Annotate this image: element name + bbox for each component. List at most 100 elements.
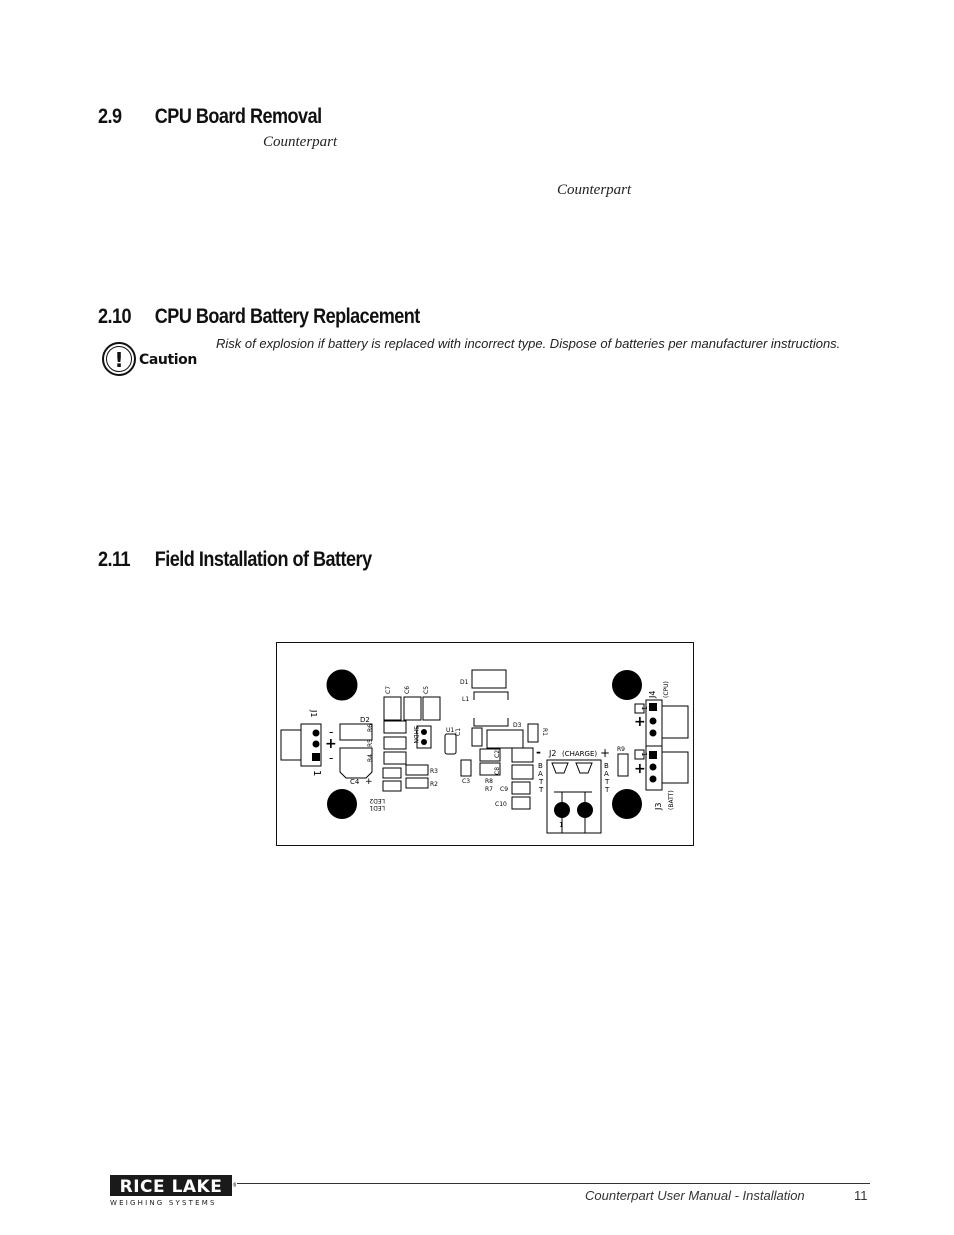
component-c9 xyxy=(511,781,531,795)
mounting-hole xyxy=(326,669,358,701)
label-j4: J4 xyxy=(648,691,657,699)
battery-board-diagram: J1 1 + - - D2 C4 + R6 R5 R4 C7 C6 C5 SHD… xyxy=(276,642,694,846)
component-c7 xyxy=(383,696,402,721)
body-fragment: Counterpart xyxy=(263,134,338,150)
label-j3-plus: + xyxy=(634,761,646,777)
label-d3: D3 xyxy=(513,722,522,729)
logo-tagline: WEIGHING SYSTEMS xyxy=(110,1199,217,1207)
label-r8: R8 xyxy=(485,778,493,785)
label-j1-minus: - xyxy=(329,751,333,765)
connector-j1: J1 1 + - - xyxy=(280,709,337,776)
label-cpu: (CPU) xyxy=(663,681,670,698)
label-r6: R6 xyxy=(367,724,374,732)
label-r2: R2 xyxy=(430,781,438,788)
label-c3: C3 xyxy=(462,778,470,785)
jumper-shdn xyxy=(416,725,432,749)
component-c5 xyxy=(422,696,441,721)
label-c7: C7 xyxy=(385,686,392,694)
label-c6: C6 xyxy=(404,686,411,694)
label-j2-pin1: 1 xyxy=(559,821,563,829)
label-led1: LED1 xyxy=(369,804,385,811)
section-number: 2.9 xyxy=(98,105,122,128)
component-r9 xyxy=(617,753,629,777)
connector-j4: J4 (CPU) 1 + xyxy=(634,681,689,747)
label-j1: J1 xyxy=(309,709,318,717)
mounting-hole xyxy=(612,670,642,700)
label-j2-minus: - xyxy=(536,745,541,759)
component-c6 xyxy=(403,696,422,721)
label-j3-pin1: 1 xyxy=(640,752,648,756)
label-j1-plus: + xyxy=(325,736,337,752)
section-heading-2-11: 2.11 Field Installation of Battery xyxy=(98,548,372,572)
component-r1 xyxy=(527,723,539,743)
component-u1 xyxy=(444,733,457,755)
caution-callout: ! Caution xyxy=(100,340,204,378)
mounting-hole xyxy=(612,789,642,819)
label-j3: J3 xyxy=(654,803,663,811)
label-batt-right: T xyxy=(604,778,610,786)
label-j1-pin1: 1 xyxy=(311,770,322,776)
label-c8: C8 xyxy=(494,767,501,775)
component-r4 xyxy=(383,751,407,765)
component-c8 xyxy=(511,764,534,780)
label-j2: J2 xyxy=(548,749,556,758)
body-fragment: Counterpart xyxy=(557,182,632,198)
label-batt-left: A xyxy=(538,770,543,778)
component-r2 xyxy=(405,777,429,789)
label-r3: R3 xyxy=(430,768,438,775)
label-c9: C9 xyxy=(500,786,508,793)
rice-lake-logo: RICE LAKE ® WEIGHING SYSTEMS xyxy=(110,1174,238,1208)
label-j4-pin1: 1 xyxy=(640,706,648,710)
label-r4: R4 xyxy=(367,754,374,762)
component-r5 xyxy=(383,736,407,750)
section-number: 2.10 xyxy=(98,305,132,328)
component-r6 xyxy=(383,720,407,734)
label-batt-right: T xyxy=(604,786,610,794)
label-charge: (CHARGE) xyxy=(562,750,597,758)
component-c4 xyxy=(339,747,373,779)
label-batt-left: T xyxy=(538,786,544,794)
label-batt: (BATT) xyxy=(668,790,675,810)
label-j2-plus: + xyxy=(600,746,610,760)
component-c10 xyxy=(511,796,531,810)
label-d1: D1 xyxy=(460,679,469,686)
trademark-symbol: ® xyxy=(232,1182,236,1189)
label-c4: C4 xyxy=(350,778,360,786)
section-title: CPU Board Removal xyxy=(154,105,322,128)
label-r9: R9 xyxy=(617,746,625,753)
label-j1-minus: - xyxy=(329,725,333,739)
caution-text: Risk of explosion if battery is replaced… xyxy=(216,336,841,351)
component-c2 xyxy=(511,747,534,763)
component-c3 xyxy=(460,759,472,777)
component-r7-pad xyxy=(479,762,501,776)
label-c5: C5 xyxy=(423,686,430,694)
component-d2-pad xyxy=(339,723,373,741)
label-d2: D2 xyxy=(360,716,370,724)
label-r1: R1 xyxy=(541,728,548,736)
label-c4-plus: + xyxy=(365,777,373,787)
component-led2 xyxy=(382,767,402,779)
section-title: CPU Board Battery Replacement xyxy=(154,305,421,328)
label-c1: C1 xyxy=(455,728,462,736)
component-l1 xyxy=(473,691,509,727)
component-c1 xyxy=(471,727,483,747)
label-l1: L1 xyxy=(462,696,469,703)
footer-rule xyxy=(237,1183,870,1184)
section-title: Field Installation of Battery xyxy=(154,548,372,571)
label-r5: R5 xyxy=(367,739,374,747)
label-c2: C2 xyxy=(494,750,501,758)
mounting-hole xyxy=(327,789,357,819)
component-d1 xyxy=(471,669,507,689)
caution-icon: ! Caution xyxy=(102,342,197,376)
label-batt-left: B xyxy=(538,762,543,770)
label-led2: LED2 xyxy=(369,797,385,804)
label-batt-right: A xyxy=(604,770,609,778)
connector-j3: 1 + J3 (BATT) xyxy=(634,745,689,811)
caution-icon-glyph: ! xyxy=(114,348,123,372)
label-u1: U1 xyxy=(446,727,454,734)
logo-wordmark: RICE LAKE xyxy=(120,1177,223,1197)
label-shdn: SHDN xyxy=(412,726,419,743)
label-j4-plus: + xyxy=(634,714,646,730)
section-heading-2-10: 2.10 CPU Board Battery Replacement xyxy=(98,305,420,329)
section-number: 2.11 xyxy=(98,548,131,571)
